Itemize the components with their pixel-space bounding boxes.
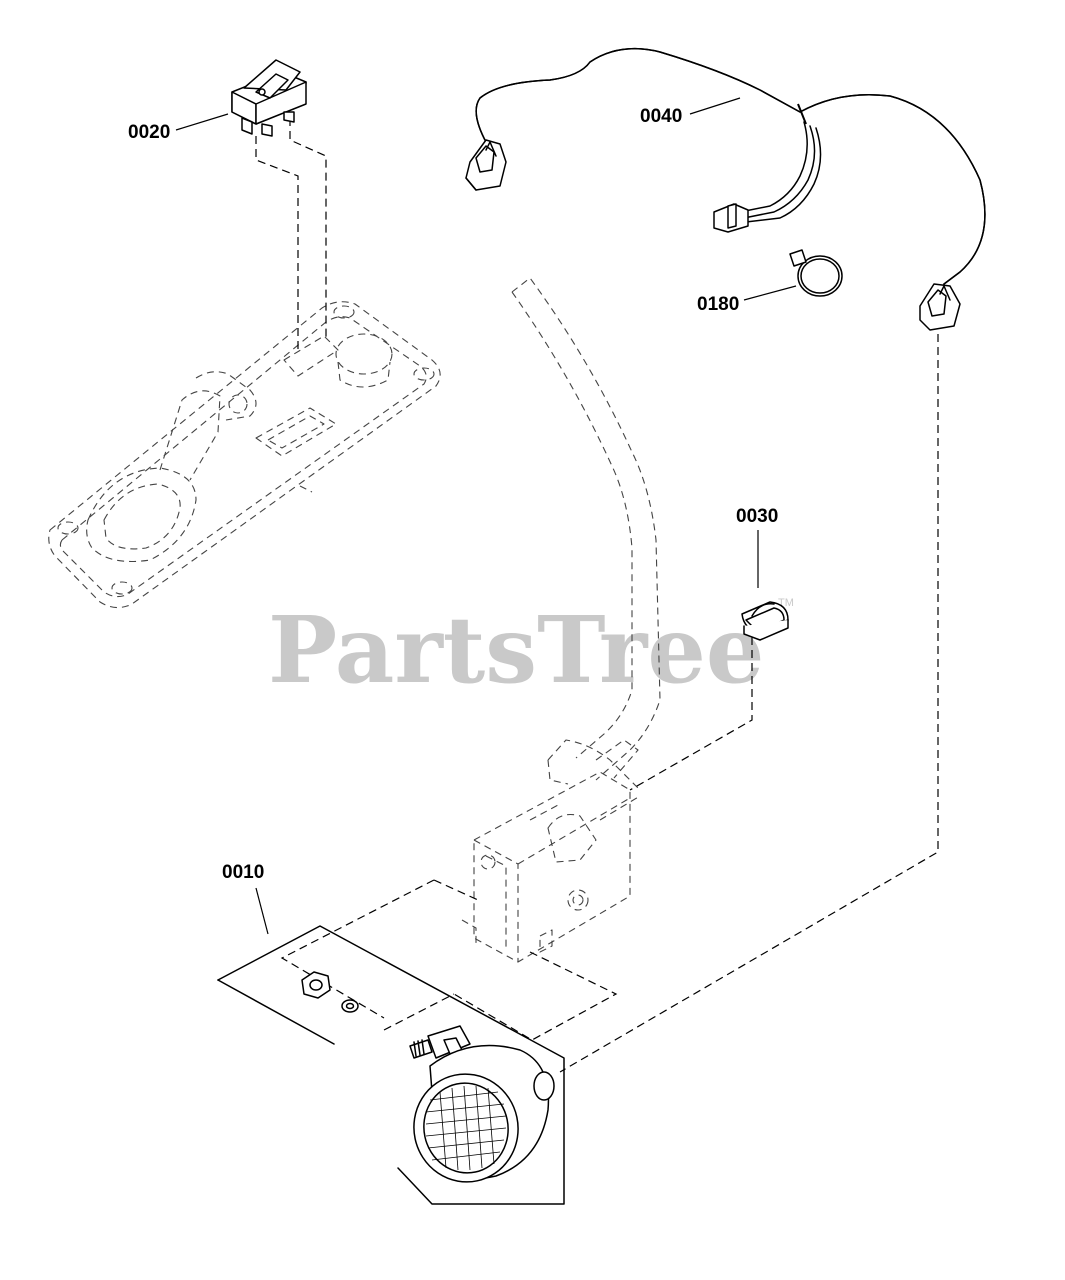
watermark: PartsTree TM bbox=[268, 596, 794, 704]
guide-mount-a bbox=[433, 879, 479, 901]
leader-0010 bbox=[255, 887, 269, 935]
guide-line-switch bbox=[255, 136, 299, 352]
guide-mount-c bbox=[453, 951, 618, 1041]
rocker-switch-part bbox=[231, 59, 307, 137]
leader-0020 bbox=[175, 113, 229, 131]
wire-clip-part bbox=[741, 601, 789, 641]
wire-harness-part bbox=[465, 47, 986, 331]
callout-0040: 0040 bbox=[640, 106, 682, 127]
guide-mount-d bbox=[383, 993, 455, 1031]
guide-line-switch-b bbox=[289, 118, 327, 340]
leader-0040 bbox=[689, 97, 741, 115]
column-ghost bbox=[461, 277, 661, 963]
callout-0030: 0030 bbox=[736, 506, 778, 527]
guide-mount-b bbox=[280, 879, 435, 1019]
callout-0010: 0010 bbox=[222, 862, 264, 883]
cable-tie-part bbox=[789, 249, 843, 297]
callout-0020: 0020 bbox=[128, 122, 170, 143]
watermark-text: PartsTree bbox=[268, 596, 764, 704]
guide-line-clip bbox=[629, 624, 753, 791]
guide-line-harness bbox=[559, 334, 939, 1073]
control-panel-ghost bbox=[48, 301, 441, 609]
light-kit-part bbox=[217, 925, 565, 1205]
leader-0180 bbox=[743, 285, 797, 301]
callout-0180: 0180 bbox=[697, 294, 739, 315]
